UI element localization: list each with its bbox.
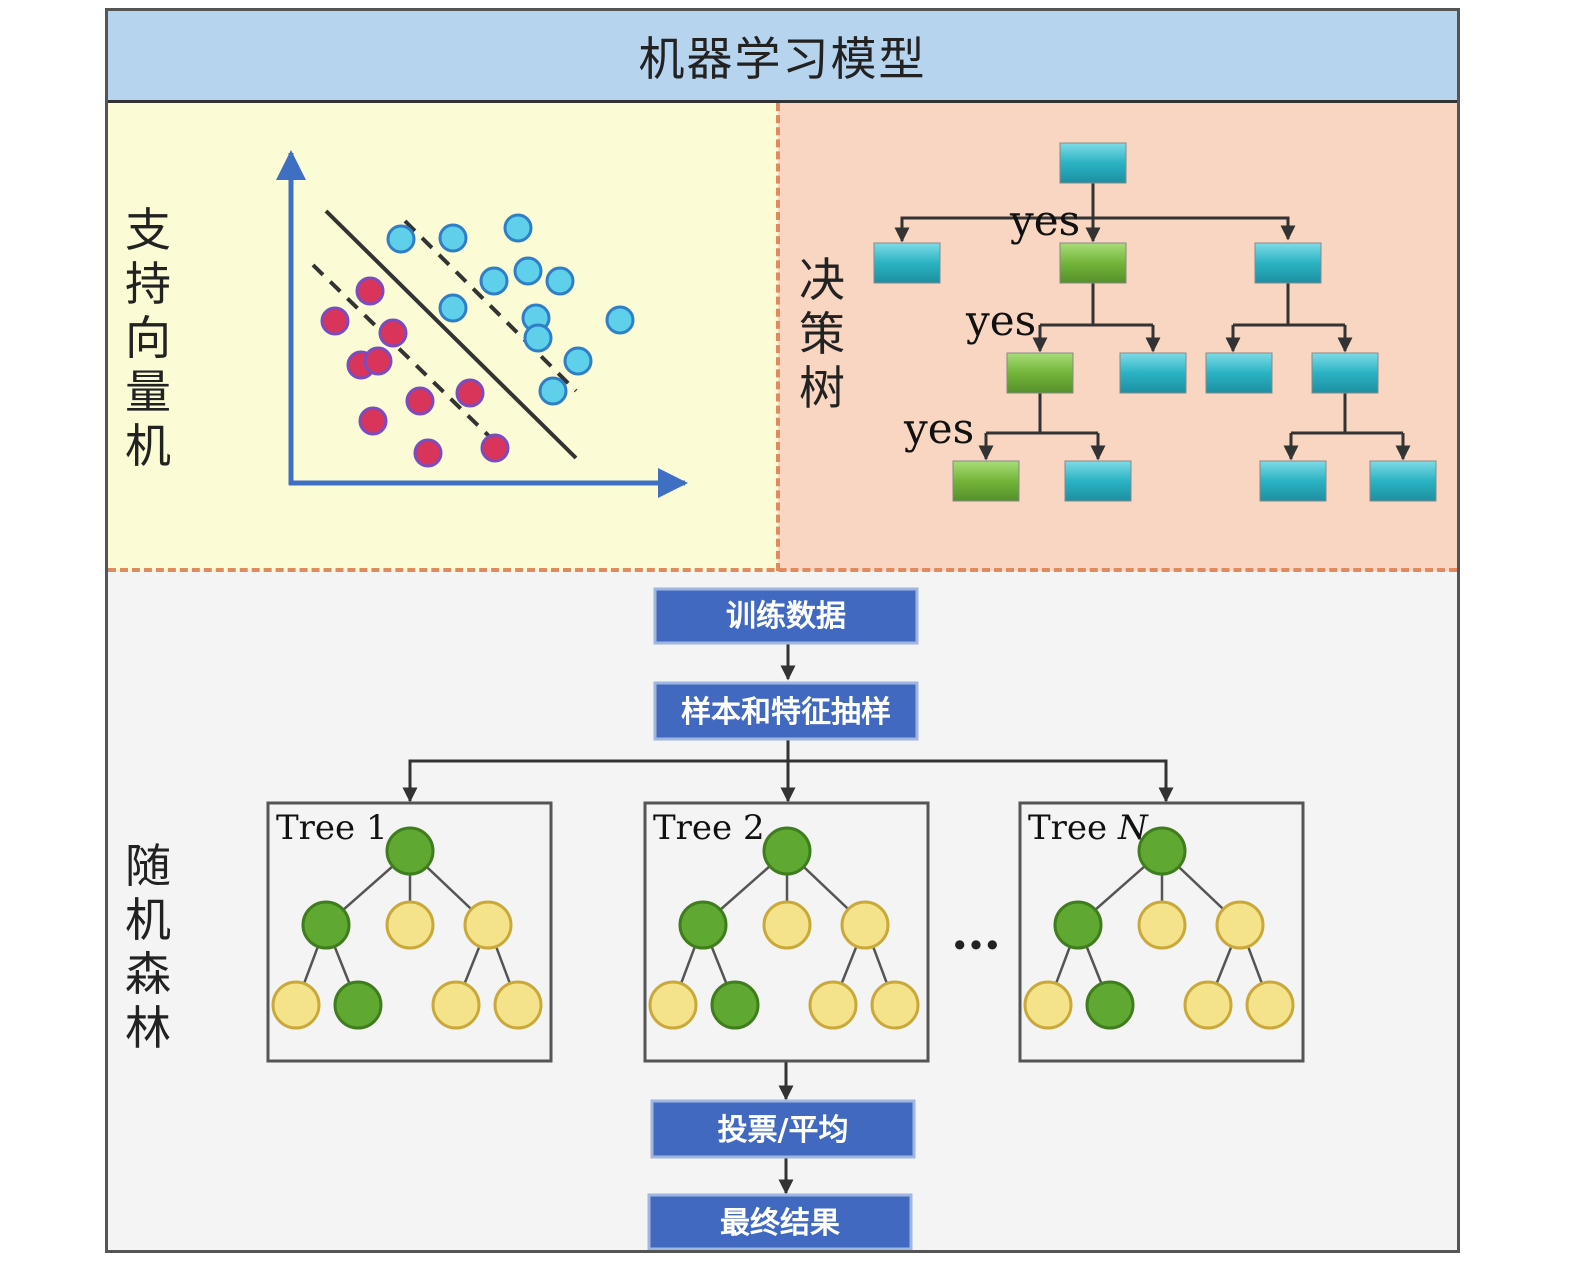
branch-label: yes (903, 404, 974, 453)
tree-node-yellow (1215, 900, 1265, 950)
step-box-sampling (653, 681, 919, 741)
tree-label: Tree 1 (276, 808, 388, 848)
red-point (413, 438, 443, 468)
branch-label: yes (965, 296, 1036, 345)
figure-title: 机器学习模型 (108, 11, 1457, 103)
step-box-training-data (653, 587, 919, 645)
svm-label: 支持向量机 (125, 203, 171, 473)
tree-node-yellow (431, 980, 481, 1030)
svm-margin-lower (311, 263, 495, 442)
branch-label: yes (1009, 196, 1080, 245)
blue-point (438, 223, 468, 253)
tree-node-yellow (1245, 980, 1295, 1030)
flow-connectors (402, 641, 1174, 1195)
root-node (1059, 142, 1127, 184)
step-box-aggregate (650, 1099, 916, 1159)
tree-node-path (1059, 242, 1127, 284)
tree-label: Tree N (1028, 808, 1149, 848)
red-point (358, 406, 388, 436)
red-point (455, 378, 485, 408)
leaf-node (1369, 460, 1437, 502)
step-training-data: 训练数据 (726, 599, 846, 634)
svm-panel: 支持向量机 (108, 103, 778, 571)
step-aggregate: 投票/平均 (718, 1113, 849, 1148)
tree-node (873, 242, 941, 284)
class-red-points (320, 276, 510, 468)
red-point (378, 318, 408, 348)
divider-horizontal (108, 568, 1457, 572)
red-point (355, 276, 385, 306)
random-forest-diagram: 训练数据 样本和特征抽样 投票/平均 最终结果 Tree 1 Tree 2 Tr… (266, 587, 1305, 1250)
figure-frame: 机器学习模型 支持向量机 (105, 8, 1460, 1253)
tree-node-yellow (762, 900, 812, 950)
forest-tree-2: Tree 2 (643, 801, 930, 1063)
class-blue-points (386, 213, 635, 406)
blue-point (479, 266, 509, 296)
tree-node-green (762, 826, 812, 876)
forest-tree-n: Tree N (1018, 801, 1305, 1063)
ellipsis-more-trees: … (951, 902, 1001, 961)
blue-point (605, 305, 635, 335)
svm-plot (276, 150, 688, 498)
svm-margin-upper (403, 219, 578, 393)
red-point (320, 306, 350, 336)
blue-point (523, 323, 553, 353)
blue-point (545, 266, 575, 296)
tree-node-green (1053, 900, 1103, 950)
tree-node (1311, 352, 1379, 394)
decision-tree-label: 决策树 (799, 253, 845, 415)
random-forest-panel: 随机森林 训练数据 样本和特征抽样 投票/平 (108, 571, 1457, 1250)
random-forest-label: 随机森林 (125, 839, 171, 1055)
leaf-node (1259, 460, 1327, 502)
tree-node-green (301, 900, 351, 950)
tree-node-path (1006, 352, 1074, 394)
step-box-result (647, 1193, 913, 1250)
tree-node (1119, 352, 1187, 394)
tree-node-green (710, 980, 760, 1030)
red-point (405, 386, 435, 416)
divider-vertical (776, 103, 780, 571)
leaf-node (1064, 460, 1132, 502)
blue-point (386, 224, 416, 254)
tree-node-green (385, 826, 435, 876)
tree-node-green (678, 900, 728, 950)
tree-node-green (1137, 826, 1187, 876)
tree-node-yellow (493, 980, 543, 1030)
tree-node-yellow (463, 900, 513, 950)
tree-label: Tree 2 (653, 808, 765, 848)
step-result: 最终结果 (720, 1206, 840, 1241)
decision-tree-diagram: yes yes yes (873, 142, 1437, 502)
red-point (480, 433, 510, 463)
svm-hyperplane (324, 209, 578, 460)
tree-edges (894, 183, 1411, 461)
tree-node-yellow (840, 900, 890, 950)
step-sampling: 样本和特征抽样 (681, 695, 891, 730)
tree-node-yellow (808, 980, 858, 1030)
tree-node-green (333, 980, 383, 1030)
tree-node (1254, 242, 1322, 284)
tree-nodes (873, 142, 1437, 502)
blue-point (538, 376, 568, 406)
tree-node (1205, 352, 1273, 394)
decision-tree-panel: 决策树 (778, 103, 1457, 571)
forest-tree-1: Tree 1 (266, 801, 553, 1063)
tree-node-yellow (870, 980, 920, 1030)
tree-node-yellow (271, 980, 321, 1030)
tree-node-yellow (1023, 980, 1073, 1030)
blue-point (438, 293, 468, 323)
tree-node-yellow (1183, 980, 1233, 1030)
blue-point (503, 213, 533, 243)
tree-node-yellow (1137, 900, 1187, 950)
tree-node-green (1085, 980, 1135, 1030)
blue-point (563, 346, 593, 376)
leaf-node-path (952, 460, 1020, 502)
red-point (363, 346, 393, 376)
tree-node-yellow (648, 980, 698, 1030)
tree-node-yellow (385, 900, 435, 950)
blue-point (513, 256, 543, 286)
